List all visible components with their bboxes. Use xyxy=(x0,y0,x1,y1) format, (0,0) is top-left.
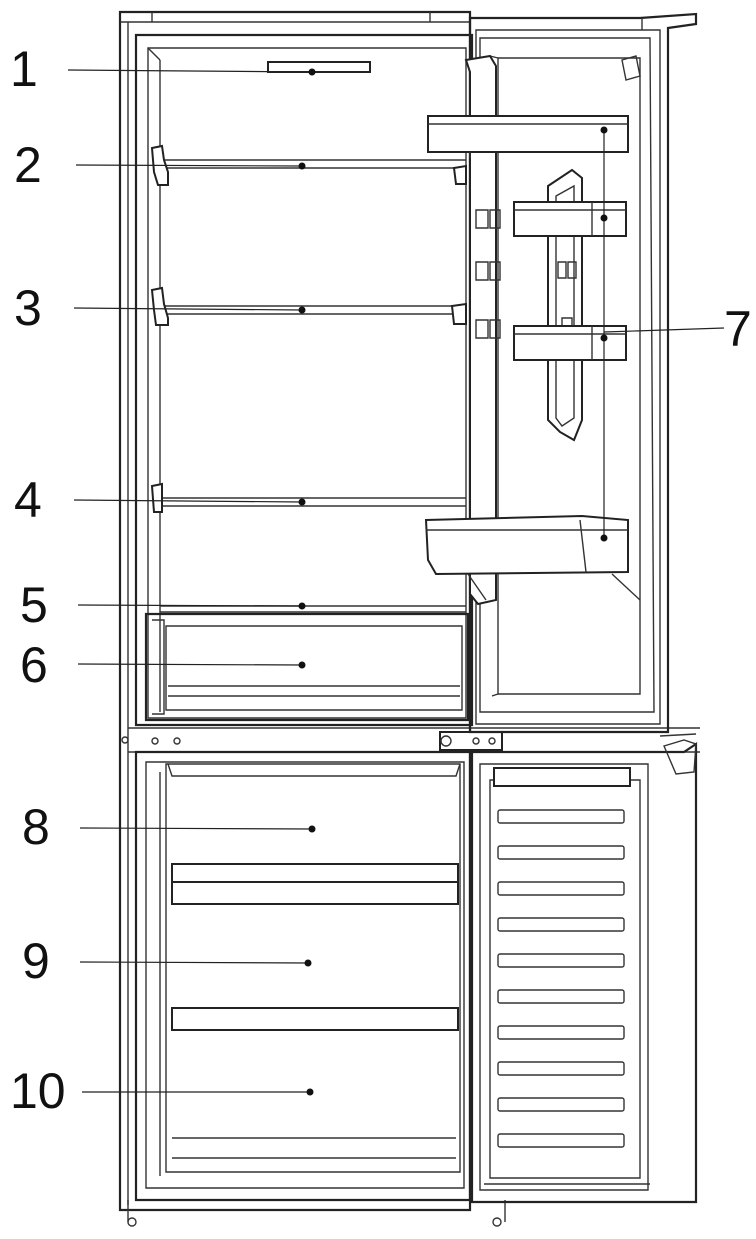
door-shelf-small-upper xyxy=(513,201,627,237)
fridge-compartment xyxy=(134,33,474,727)
crisper-cover xyxy=(160,605,466,613)
door-shelf-bottom xyxy=(424,514,641,601)
leader-lines xyxy=(67,68,725,1096)
glass-shelf-middle xyxy=(150,286,467,326)
fridge-door xyxy=(464,12,698,734)
callout-7-label: 7 xyxy=(724,301,752,357)
freezer-shelf-lower xyxy=(171,1007,459,1031)
freezer-door-slots xyxy=(497,809,625,1148)
callout-3-label: 3 xyxy=(14,280,42,336)
glass-shelf-upper xyxy=(150,144,467,186)
glass-shelf-lower xyxy=(150,482,466,513)
door-rail xyxy=(547,168,583,442)
freezer-door xyxy=(470,739,698,1204)
freezer-compartment xyxy=(134,750,472,1202)
callout-5-label: 5 xyxy=(20,577,48,633)
callout-10-label: 10 xyxy=(10,1063,66,1119)
callout-9-label: 9 xyxy=(22,933,50,989)
crisper-drawer xyxy=(144,612,470,722)
door-shelf-small-lower xyxy=(513,325,627,361)
cabinet-feet xyxy=(127,1200,506,1227)
cabinet xyxy=(118,10,472,1212)
interior-light xyxy=(267,61,371,73)
callout-6-label: 6 xyxy=(20,637,48,693)
callout-8-label: 8 xyxy=(22,799,50,855)
callout-2-label: 2 xyxy=(14,137,42,193)
door-shelf-top xyxy=(427,115,629,158)
callout-1-label: 1 xyxy=(10,41,38,97)
callout-4-label: 4 xyxy=(14,472,42,528)
freezer-shelf-upper xyxy=(171,863,459,905)
